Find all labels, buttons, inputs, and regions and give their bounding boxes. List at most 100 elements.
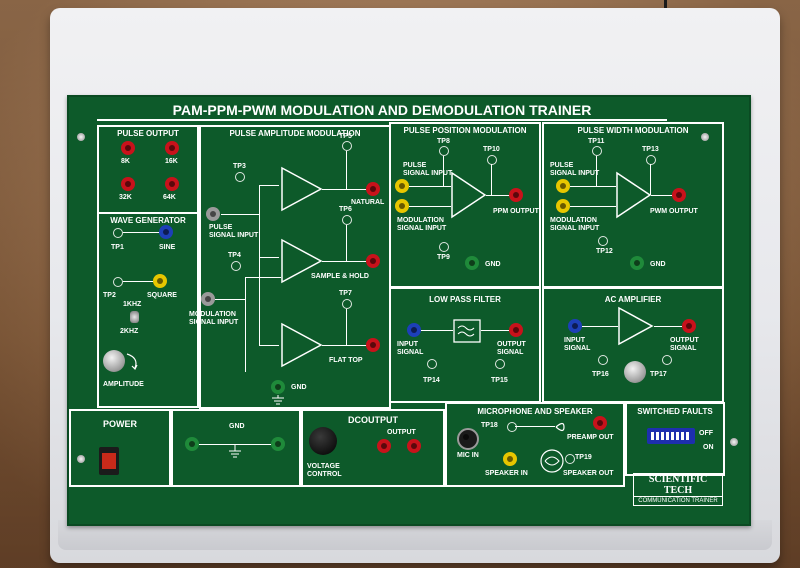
jack-dc-output-red[interactable]	[377, 439, 391, 453]
pam-title: PULSE AMPLITUDE MODULATION	[229, 129, 361, 138]
label-pam-modulation-input: MODULATION SIGNAL INPUT	[189, 311, 239, 326]
mic-in-jack[interactable]	[457, 428, 479, 450]
dip-switch-toggles[interactable]	[651, 432, 691, 440]
ppm-amplifier-icon	[451, 171, 487, 219]
test-point-tp10[interactable]	[487, 155, 497, 165]
wave-generator-title: WAVE GENERATOR	[110, 216, 186, 225]
test-point-tp3[interactable]	[235, 172, 245, 182]
lpf-title: LOW PASS FILTER	[429, 295, 501, 304]
jack-pam-gnd[interactable]	[271, 380, 285, 394]
wire	[443, 156, 444, 186]
ac-gain-knob[interactable]	[624, 361, 646, 383]
amplitude-knob[interactable]	[103, 350, 125, 372]
label-tp14: TP14	[423, 377, 440, 384]
label-sine: SINE	[159, 244, 176, 251]
brand-name: SCIENTIFIC TECH	[648, 474, 708, 496]
ground-symbol-icon	[272, 395, 284, 405]
test-point-tp12[interactable]	[598, 236, 608, 246]
label-sample-hold: SAMPLE & HOLD	[311, 273, 369, 280]
jack-sine[interactable]	[159, 225, 173, 239]
jack-pam-flat-top[interactable]	[366, 338, 380, 352]
screw	[77, 133, 85, 141]
test-point-tp15[interactable]	[495, 359, 505, 369]
label-pam-pulse-input: PULSE SIGNAL INPUT	[209, 224, 259, 239]
wire	[123, 281, 155, 282]
jack-dc-output-red-2[interactable]	[407, 439, 421, 453]
jack-8k[interactable]	[121, 141, 135, 155]
power-switch[interactable]	[99, 447, 119, 475]
pwm-title: PULSE WIDTH MODULATION	[577, 126, 689, 135]
trainer-board: PAM-PPM-PWM MODULATION AND DEMODULATION …	[67, 95, 751, 526]
jack-pwm-output[interactable]	[672, 188, 686, 202]
label-speaker-in: SPEAKER IN	[485, 470, 528, 477]
test-point-tp16[interactable]	[598, 355, 608, 365]
jack-64k[interactable]	[165, 177, 179, 191]
jack-pam-natural[interactable]	[366, 182, 380, 196]
jack-square[interactable]	[153, 274, 167, 288]
test-point-tp17[interactable]	[662, 355, 672, 365]
label-16k: 16K	[165, 158, 178, 165]
wire	[650, 164, 651, 195]
label-lpf-input: INPUT SIGNAL	[397, 341, 424, 356]
jack-pam-sample-hold[interactable]	[366, 254, 380, 268]
test-point-tp14[interactable]	[427, 359, 437, 369]
test-point-tp4[interactable]	[231, 261, 241, 271]
label-flat-top: FLAT TOP	[329, 357, 363, 364]
jack-pwm-pulse-input[interactable]	[556, 179, 570, 193]
screw	[730, 438, 738, 446]
wire	[322, 345, 367, 346]
test-point-tp13[interactable]	[646, 155, 656, 165]
jack-pwm-modulation-input[interactable]	[556, 199, 570, 213]
wire	[515, 426, 555, 427]
switched-faults-title: SWITCHED FAULTS	[637, 407, 713, 416]
power-cable	[650, 0, 667, 14]
label-tp16: TP16	[592, 371, 609, 378]
voltage-control-knob[interactable]	[309, 427, 337, 455]
jack-gnd-left[interactable]	[185, 437, 199, 451]
pulse-output-panel: PULSE OUTPUT 8K 16K 32K 64K	[97, 125, 199, 214]
test-point-tp19[interactable]	[565, 454, 575, 464]
jack-ac-amp-output[interactable]	[682, 319, 696, 333]
jack-pwm-gnd[interactable]	[630, 256, 644, 270]
jack-lpf-input[interactable]	[407, 323, 421, 337]
test-point-tp18[interactable]	[507, 422, 517, 432]
jack-ppm-pulse-input[interactable]	[395, 179, 409, 193]
jack-ppm-gnd[interactable]	[465, 256, 479, 270]
wire	[570, 186, 616, 187]
switched-faults-panel: SWITCHED FAULTS OFF ON	[625, 402, 725, 476]
jack-gnd-right[interactable]	[271, 437, 285, 451]
pam-natural-amplifier-icon	[281, 166, 323, 212]
jack-lpf-output[interactable]	[509, 323, 523, 337]
dc-output-title: DCOUTPUT	[348, 415, 398, 425]
label-lpf-output: OUTPUT SIGNAL	[497, 341, 526, 356]
jack-ac-amp-input[interactable]	[568, 319, 582, 333]
jack-ppm-modulation-input[interactable]	[395, 199, 409, 213]
test-point-tp2[interactable]	[113, 277, 123, 287]
wire	[582, 326, 618, 327]
ppm-title: PULSE POSITION MODULATION	[403, 126, 527, 135]
jack-ppm-output[interactable]	[509, 188, 523, 202]
jack-pam-pulse-input[interactable]	[206, 207, 220, 221]
test-point-tp9[interactable]	[439, 242, 449, 252]
test-point-tp11[interactable]	[592, 146, 602, 156]
label-preamp-out: PREAMP OUT	[567, 434, 614, 441]
label-tp19: TP19	[575, 454, 592, 461]
label-tp6: TP6	[339, 206, 352, 213]
frequency-toggle-switch[interactable]	[130, 311, 139, 323]
dip-switch-bank[interactable]	[647, 428, 695, 444]
jack-pam-modulation-input[interactable]	[201, 292, 215, 306]
label-32k: 32K	[119, 194, 132, 201]
jack-32k[interactable]	[121, 177, 135, 191]
jack-speaker-in[interactable]	[503, 452, 517, 466]
test-point-tp8[interactable]	[439, 146, 449, 156]
test-point-tp6[interactable]	[342, 215, 352, 225]
jack-preamp-out[interactable]	[593, 416, 607, 430]
mic-speaker-title: MICROPHONE AND SPEAKER	[477, 407, 593, 416]
test-point-tp7[interactable]	[342, 299, 352, 309]
test-point-tp5[interactable]	[342, 141, 352, 151]
label-tp10: TP10	[483, 146, 500, 153]
test-point-tp1[interactable]	[113, 228, 123, 238]
jack-16k[interactable]	[165, 141, 179, 155]
wire	[421, 330, 453, 331]
gnd-panel: GND	[171, 409, 301, 487]
